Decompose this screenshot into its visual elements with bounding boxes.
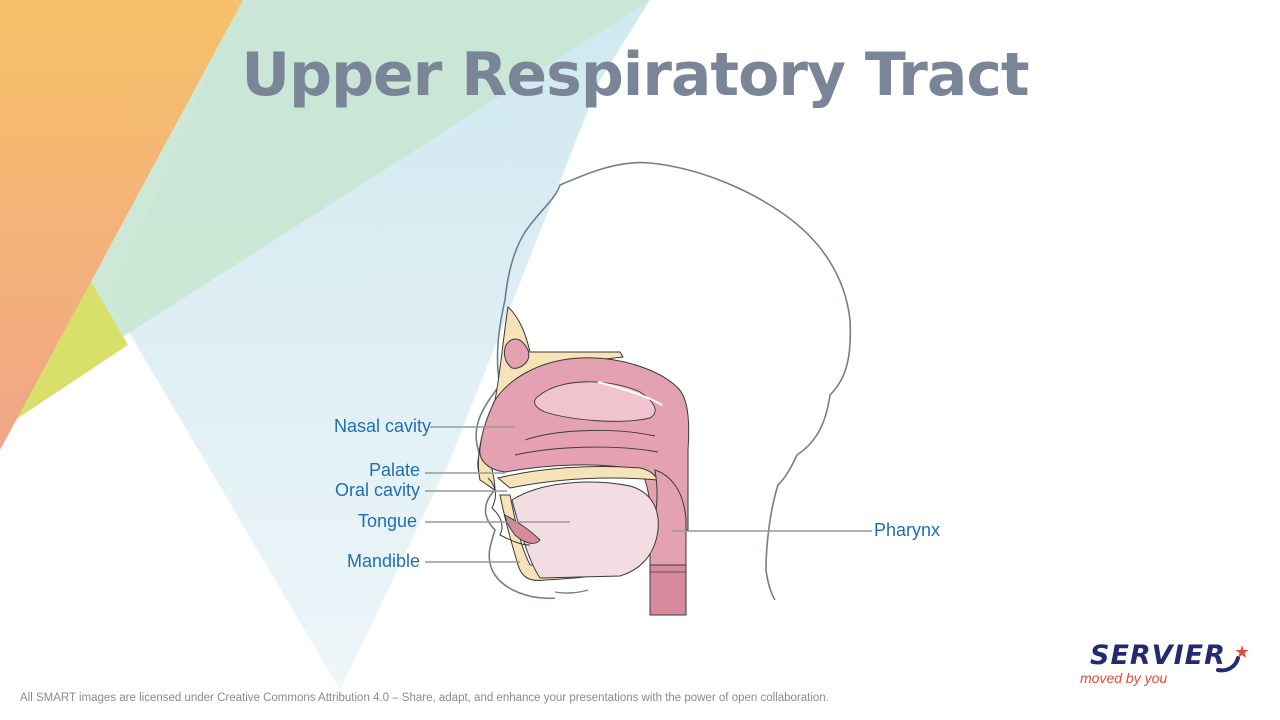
servier-logo: SERVIER moved by you bbox=[1080, 640, 1260, 690]
license-footer: All SMART images are licensed under Crea… bbox=[20, 692, 829, 704]
label-pharynx: Pharynx bbox=[874, 520, 941, 540]
label-mandible: Mandible bbox=[346, 551, 420, 571]
green-light-ray bbox=[85, 0, 650, 345]
logo-brand: SERVIER bbox=[1090, 640, 1226, 671]
nasal-concha-lower bbox=[514, 446, 659, 456]
logo-swoosh-icon bbox=[1216, 645, 1249, 673]
label-tongue: Tongue bbox=[357, 511, 417, 531]
orange-triangle bbox=[0, 0, 243, 450]
lime-triangle bbox=[15, 280, 128, 420]
sphenoid-edge bbox=[597, 381, 663, 406]
chin-line bbox=[554, 589, 589, 594]
slide-title: Upper Respiratory Tract bbox=[241, 40, 1029, 110]
label-oral-cavity: Oral cavity bbox=[334, 480, 420, 500]
nasal-concha-middle bbox=[524, 430, 656, 441]
trachea-segment bbox=[649, 564, 687, 616]
tongue-shape bbox=[511, 481, 659, 579]
leader-lines bbox=[425, 426, 872, 563]
logo-tagline: moved by you bbox=[1080, 670, 1168, 686]
frontal-sinus bbox=[503, 338, 530, 369]
label-nasal-cavity: Nasal cavity bbox=[333, 416, 431, 436]
label-palate: Palate bbox=[368, 460, 420, 480]
hard-palate bbox=[496, 465, 659, 489]
